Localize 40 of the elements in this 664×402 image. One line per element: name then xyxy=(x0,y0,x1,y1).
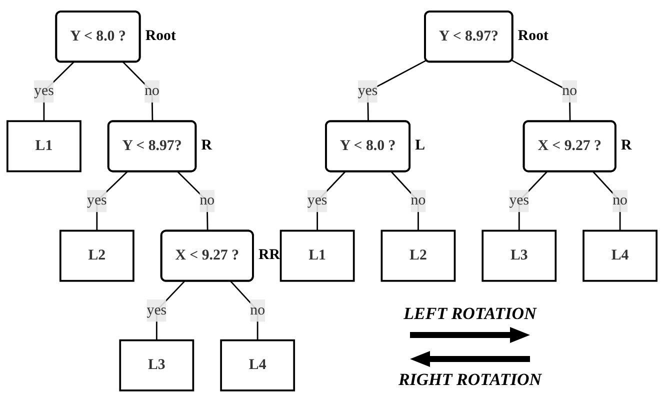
node-name: Root xyxy=(145,28,176,44)
connector xyxy=(592,171,621,231)
node-box: L4 xyxy=(220,339,296,392)
rotation-label: LEFT ROTATION xyxy=(404,304,536,324)
node-box: L2 xyxy=(380,230,456,282)
edge-label: no xyxy=(250,302,265,318)
connector xyxy=(518,171,548,231)
connector xyxy=(316,171,346,231)
rotation-label: RIGHT ROTATION xyxy=(398,370,542,390)
node-box: L3 xyxy=(119,339,194,392)
edge-label: yes xyxy=(307,192,328,208)
node-box: L1 xyxy=(280,230,355,282)
connector xyxy=(156,280,185,340)
node-box: L1 xyxy=(6,120,82,172)
node-name: RR xyxy=(258,247,280,264)
node-box: L3 xyxy=(482,230,557,282)
node-name: R xyxy=(620,138,632,154)
connector xyxy=(96,171,128,231)
connector xyxy=(122,62,154,122)
node-box: L4 xyxy=(582,230,658,282)
connector xyxy=(512,60,571,122)
edge-label: no xyxy=(200,192,215,208)
node-name: Root xyxy=(518,28,548,44)
edge-label: yes xyxy=(34,83,54,99)
edge-label: yes xyxy=(146,302,167,318)
edge-label: yes xyxy=(87,192,107,208)
node-name: L xyxy=(415,138,426,154)
edge-label: no xyxy=(562,83,578,99)
edge-label: no xyxy=(612,192,628,208)
connector xyxy=(367,60,427,122)
node-name: R xyxy=(201,138,212,154)
edge-label: no xyxy=(410,192,426,208)
node-box: L2 xyxy=(59,230,134,282)
edge-label: yes xyxy=(358,83,378,99)
edge-label: yes xyxy=(509,192,530,208)
connector xyxy=(177,171,208,232)
connector xyxy=(43,62,74,122)
connector xyxy=(390,171,419,231)
connector xyxy=(230,280,258,340)
edge-label: no xyxy=(144,83,160,99)
